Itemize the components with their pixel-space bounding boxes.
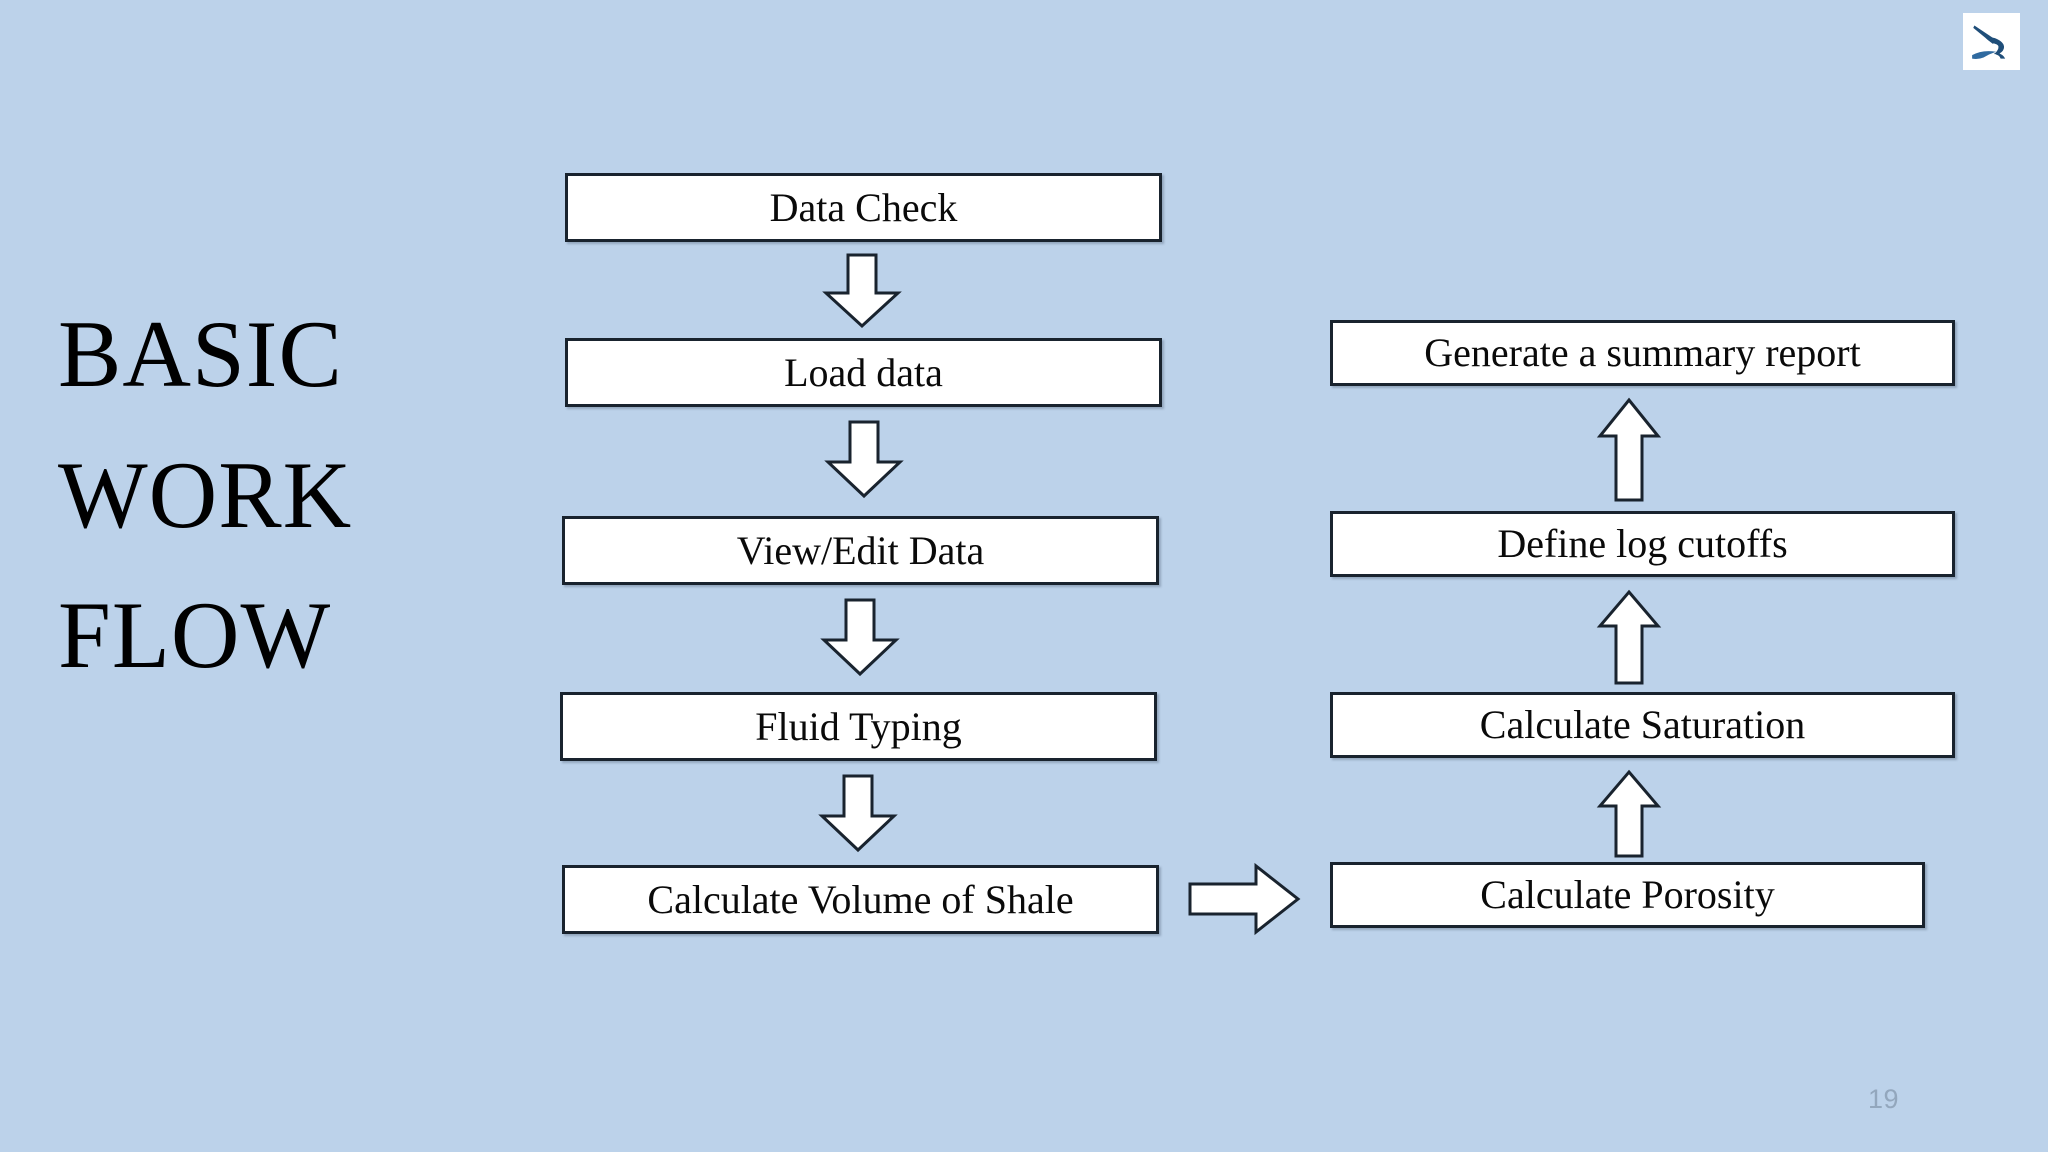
flow-box-fluid-typing[interactable]: Fluid Typing — [560, 692, 1157, 761]
flow-box-label: Calculate Saturation — [1479, 702, 1806, 747]
arrow-define-log-cutoffs-to-generate-a-summary-report-icon — [1596, 397, 1662, 502]
flow-box-view-edit-data[interactable]: View/Edit Data — [562, 516, 1159, 585]
arrow-data-check-to-load-data-icon — [822, 253, 902, 329]
page-title: BASIC WORK FLOW — [58, 301, 353, 689]
page-number: 19 — [1868, 1084, 1900, 1114]
flow-box-label: Calculate Porosity — [1480, 872, 1775, 917]
arrow-calculate-volume-of-shale-to-calculate-porosity-icon — [1188, 862, 1301, 936]
arrow-calculate-porosity-to-calculate-saturation-icon — [1596, 769, 1662, 858]
flow-box-label: Define log cutoffs — [1497, 521, 1788, 566]
flow-box-label: View/Edit Data — [736, 527, 985, 573]
arrow-load-data-to-view-edit-data-icon — [824, 420, 904, 499]
flow-box-calculate-porosity[interactable]: Calculate Porosity — [1330, 862, 1925, 928]
arrow-view-edit-data-to-fluid-typing-icon — [820, 598, 900, 677]
flow-box-calculate-saturation[interactable]: Calculate Saturation — [1330, 692, 1955, 758]
company-logo-icon — [1972, 25, 2006, 59]
flow-box-label: Generate a summary report — [1424, 330, 1861, 375]
flow-box-define-log-cutoffs[interactable]: Define log cutoffs — [1330, 511, 1955, 577]
flow-box-label: Calculate Volume of Shale — [647, 876, 1074, 922]
arrow-fluid-typing-to-calculate-volume-of-shale-icon — [818, 774, 898, 853]
flow-box-label: Data Check — [769, 184, 958, 230]
flow-box-load-data[interactable]: Load data — [565, 338, 1162, 407]
flow-box-data-check[interactable]: Data Check — [565, 173, 1162, 242]
flow-box-calculate-volume-of-shale[interactable]: Calculate Volume of Shale — [562, 865, 1159, 934]
company-logo — [1963, 13, 2020, 70]
arrow-calculate-saturation-to-define-log-cutoffs-icon — [1596, 589, 1662, 685]
flow-box-label: Load data — [784, 349, 943, 395]
flow-box-generate-a-summary-report[interactable]: Generate a summary report — [1330, 320, 1955, 386]
flow-box-label: Fluid Typing — [755, 703, 962, 749]
